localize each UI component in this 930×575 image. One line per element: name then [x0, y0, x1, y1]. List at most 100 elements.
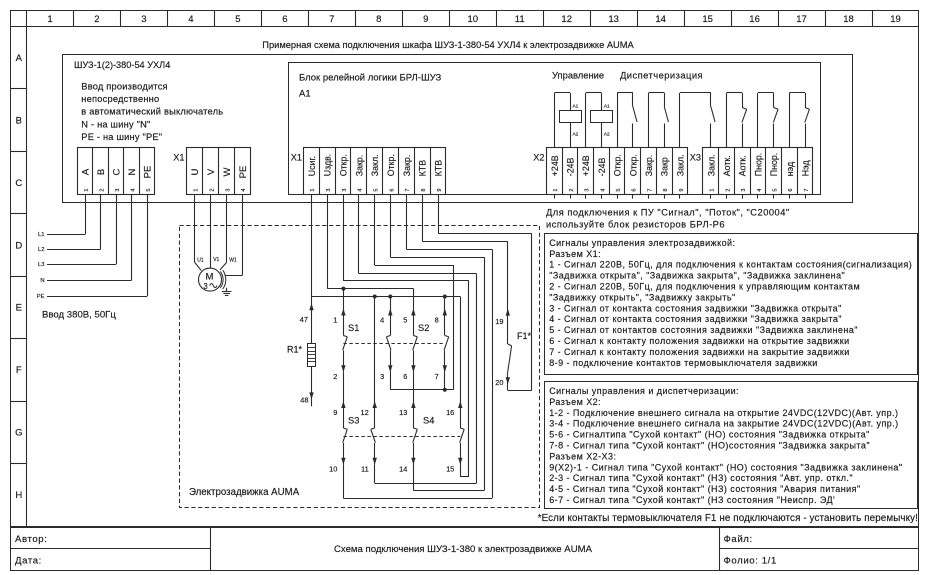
svg-text:X2: X2: [533, 153, 544, 163]
svg-text:A1: A1: [299, 89, 311, 100]
svg-text:X3: X3: [690, 153, 701, 163]
svg-text:8: 8: [435, 316, 439, 325]
svg-text:V1: V1: [213, 257, 219, 263]
svg-text:4: 4: [380, 316, 384, 325]
svg-text:3: 3: [585, 189, 591, 192]
svg-text:Дата:: Дата:: [15, 556, 42, 567]
svg-text:16: 16: [446, 408, 454, 417]
svg-text:S1: S1: [348, 323, 359, 333]
svg-text:2: 2: [94, 14, 99, 25]
svg-text:S4: S4: [423, 416, 434, 426]
svg-text:ШУЗ-1(2)-380-54 УХЛ4: ШУЗ-1(2)-380-54 УХЛ4: [74, 60, 170, 70]
svg-text:9: 9: [437, 189, 443, 192]
svg-text:12: 12: [561, 14, 572, 25]
svg-text:6: 6: [282, 14, 287, 25]
svg-text:3: 3: [225, 189, 231, 192]
svg-text:W1: W1: [229, 257, 237, 263]
svg-text:Ввод производится: Ввод производится: [81, 82, 168, 92]
svg-text:12: 12: [360, 408, 368, 417]
svg-text:1: 1: [310, 189, 316, 192]
svg-text:13: 13: [399, 408, 407, 417]
svg-text:Примерная схема подключения шк: Примерная схема подключения шкафа ШУЗ-1-…: [262, 40, 634, 50]
svg-text:7 - Сигнал к контакту положени: 7 - Сигнал к контакту положения задвижки…: [549, 347, 850, 357]
svg-text:8: 8: [421, 189, 427, 192]
svg-text:Автор:: Автор:: [15, 534, 48, 545]
svg-text:4: 4: [130, 189, 136, 192]
svg-text:A: A: [16, 53, 23, 64]
svg-text:-24В: -24В: [565, 157, 575, 176]
svg-text:5: 5: [146, 189, 152, 192]
svg-text:8: 8: [376, 14, 381, 25]
svg-text:A2: A2: [572, 132, 578, 138]
svg-text:4: 4: [600, 189, 606, 192]
svg-text:13: 13: [608, 14, 619, 25]
svg-text:5: 5: [403, 316, 407, 325]
svg-text:U: U: [190, 168, 201, 175]
svg-text:Для подключения к ПУ "Сигнал",: Для подключения к ПУ "Сигнал", "Поток", …: [546, 208, 790, 218]
svg-text:5: 5: [772, 189, 778, 192]
svg-text:1 - Сигнал 220В, 50Гц, для под: 1 - Сигнал 220В, 50Гц, для подключения к…: [549, 260, 912, 270]
svg-text:КТВ: КТВ: [418, 160, 428, 176]
svg-text:А: А: [81, 168, 92, 175]
svg-text:3: 3: [203, 282, 207, 291]
svg-text:5: 5: [235, 14, 240, 25]
svg-text:С: С: [112, 168, 123, 175]
svg-text:A1: A1: [572, 104, 578, 110]
svg-text:Сигналы управления электрозадв: Сигналы управления электрозадвижкой:: [549, 238, 735, 248]
svg-text:непосредственно: непосредственно: [81, 94, 159, 104]
svg-text:15: 15: [446, 465, 454, 474]
svg-text:6: 6: [389, 189, 395, 192]
svg-text:19: 19: [890, 14, 901, 25]
svg-text:6: 6: [403, 372, 407, 381]
svg-text:7: 7: [405, 189, 411, 192]
svg-text:Uсиг.: Uсиг.: [307, 156, 317, 176]
svg-text:Закр: Закр: [660, 157, 670, 176]
svg-text:16: 16: [749, 14, 760, 25]
svg-text:3: 3: [326, 189, 332, 192]
svg-text:Откр.: Откр.: [338, 154, 348, 176]
svg-text:Аотк.: Аотк.: [722, 155, 732, 176]
svg-text:+24В: +24В: [581, 155, 591, 176]
svg-text:3 - Сигнал от контакта состоян: 3 - Сигнал от контакта состояния задвижк…: [549, 303, 842, 313]
svg-text:*Если контакты термовыключател: *Если контакты термовыключателя F1 не по…: [538, 513, 918, 524]
svg-text:G: G: [15, 428, 22, 439]
svg-text:14: 14: [399, 465, 407, 474]
svg-text:4: 4: [358, 189, 364, 192]
svg-text:10: 10: [467, 14, 478, 25]
svg-text:W: W: [222, 167, 233, 176]
svg-text:U1: U1: [197, 257, 204, 263]
svg-text:20: 20: [495, 378, 503, 387]
svg-text:N - на шину "N": N - на шину "N": [81, 119, 150, 129]
svg-text:6: 6: [788, 189, 794, 192]
svg-text:R1*: R1*: [287, 345, 303, 355]
svg-text:3: 3: [141, 14, 146, 25]
svg-text:3: 3: [380, 372, 384, 381]
svg-text:D: D: [15, 240, 22, 251]
svg-text:используйте блок резисторов БР: используйте блок резисторов БРЛ-Р6: [546, 220, 725, 230]
svg-text:нэд: нэд: [785, 162, 795, 176]
svg-text:5: 5: [374, 189, 380, 192]
svg-text:N: N: [127, 168, 138, 175]
svg-text:PE - на шину "PE": PE - на шину "PE": [81, 132, 162, 142]
svg-text:В: В: [96, 169, 107, 175]
svg-text:Фолио: 1/1: Фолио: 1/1: [724, 556, 777, 567]
svg-text:B: B: [16, 115, 22, 126]
svg-text:4-5 - Сигнал типа "Сухой конта: 4-5 - Сигнал типа "Сухой контакт" (НЗ) с…: [549, 484, 860, 494]
svg-text:4 - Сигнал от контакта состоян: 4 - Сигнал от контакта состояния задвижк…: [549, 314, 842, 324]
svg-text:7-8 - Сигнал типа "Сухой конта: 7-8 - Сигнал типа "Сухой контакт" (НО)со…: [549, 441, 870, 451]
svg-text:17: 17: [796, 14, 807, 25]
svg-text:4: 4: [188, 14, 193, 25]
svg-text:3-4 - Подключение внешнего сиг: 3-4 - Подключение внешнего сигнала на за…: [549, 419, 898, 429]
svg-text:E: E: [16, 303, 22, 314]
svg-text:Файл:: Файл:: [724, 534, 753, 545]
svg-text:1: 1: [84, 189, 90, 192]
svg-text:7: 7: [647, 189, 653, 192]
svg-text:X1: X1: [173, 153, 184, 163]
svg-text:6-7 - Сигнал типа "Сухой конта: 6-7 - Сигнал типа "Сухой контакт" (НЗ со…: [549, 495, 835, 505]
svg-text:PE: PE: [142, 166, 153, 179]
svg-text:Диспетчеризация: Диспетчеризация: [620, 70, 703, 81]
svg-text:Разъем X1:: Разъем X1:: [549, 249, 601, 259]
svg-text:4: 4: [241, 189, 247, 192]
svg-text:M: M: [206, 271, 214, 282]
svg-text:3: 3: [342, 189, 348, 192]
